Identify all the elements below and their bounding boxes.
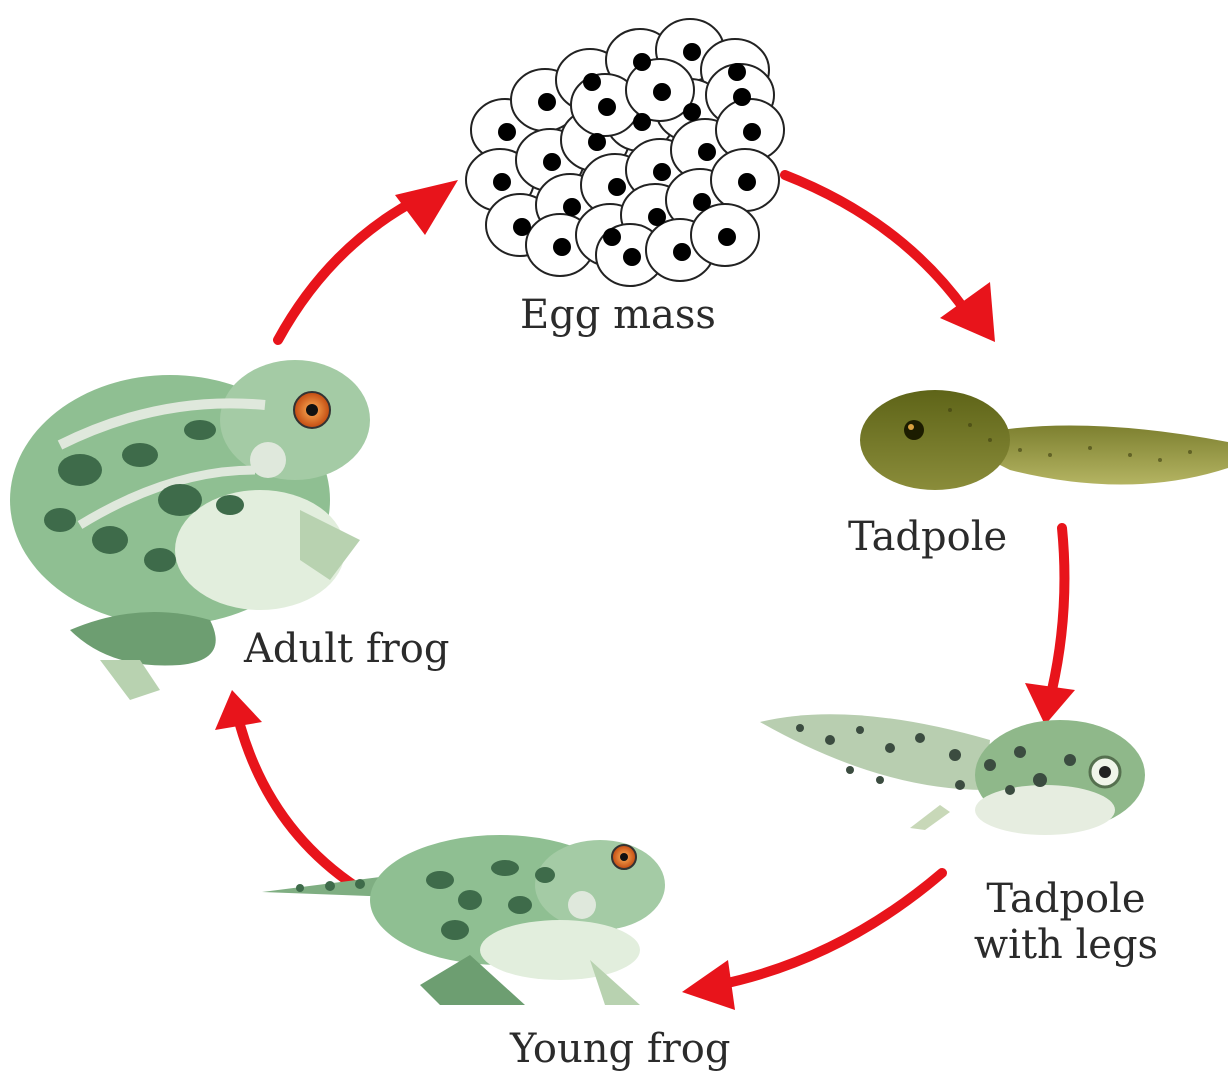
arrow-young-to-adult — [240, 725, 358, 888]
egg-nucleus — [683, 103, 701, 121]
egg-nucleus — [653, 163, 671, 181]
egg-nucleus — [513, 218, 531, 236]
egg-nucleus — [683, 43, 701, 61]
stage-label-egg-mass: Egg mass — [520, 292, 716, 338]
tadpole-with-legs-icon — [760, 714, 1145, 835]
egg-nucleus — [608, 178, 626, 196]
egg-nucleus — [588, 133, 606, 151]
egg-nucleus — [738, 173, 756, 191]
arrowhead-legs-to-young — [682, 960, 735, 1010]
stage-label-young-frog: Young frog — [510, 1026, 730, 1072]
stage-label-tadpole-with-legs-line1: Tadpole — [966, 876, 1166, 922]
stage-label-tadpole-with-legs-line2: with legs — [966, 922, 1166, 968]
egg-nucleus — [553, 238, 571, 256]
egg-nucleus — [623, 248, 641, 266]
egg-nucleus — [733, 88, 751, 106]
egg-nucleus — [633, 53, 651, 71]
egg-mass-icon — [466, 19, 784, 286]
egg-nucleus — [583, 73, 601, 91]
arrow-tadpole-to-legs — [1052, 528, 1064, 690]
egg-nucleus — [543, 153, 561, 171]
egg-nucleus — [698, 143, 716, 161]
egg-nucleus — [743, 123, 761, 141]
egg-nucleus — [563, 198, 581, 216]
egg-nucleus — [603, 228, 621, 246]
arrow-adult-to-egg — [278, 198, 420, 340]
egg-nucleus — [633, 113, 651, 131]
egg-nucleus — [673, 243, 691, 261]
arrow-egg-to-tadpole — [785, 175, 965, 310]
arrowhead-young-to-adult — [215, 690, 262, 730]
arrow-legs-to-young — [718, 873, 942, 985]
egg-nucleus — [693, 193, 711, 211]
stage-label-tadpole-with-legs: Tadpole with legs — [966, 876, 1166, 968]
egg-nucleus — [598, 98, 616, 116]
egg-nucleus — [493, 173, 511, 191]
egg-nucleus — [498, 123, 516, 141]
stage-label-tadpole: Tadpole — [848, 514, 1007, 560]
egg-nucleus — [728, 63, 746, 81]
egg-nucleus — [648, 208, 666, 226]
tadpole-icon — [860, 390, 1228, 490]
egg-nucleus — [653, 83, 671, 101]
arrowhead-tadpole-to-legs — [1025, 683, 1075, 725]
egg-nucleus — [718, 228, 736, 246]
stage-label-adult-frog: Adult frog — [244, 626, 449, 672]
arrowhead-adult-to-egg — [395, 180, 458, 235]
egg-nucleus — [538, 93, 556, 111]
